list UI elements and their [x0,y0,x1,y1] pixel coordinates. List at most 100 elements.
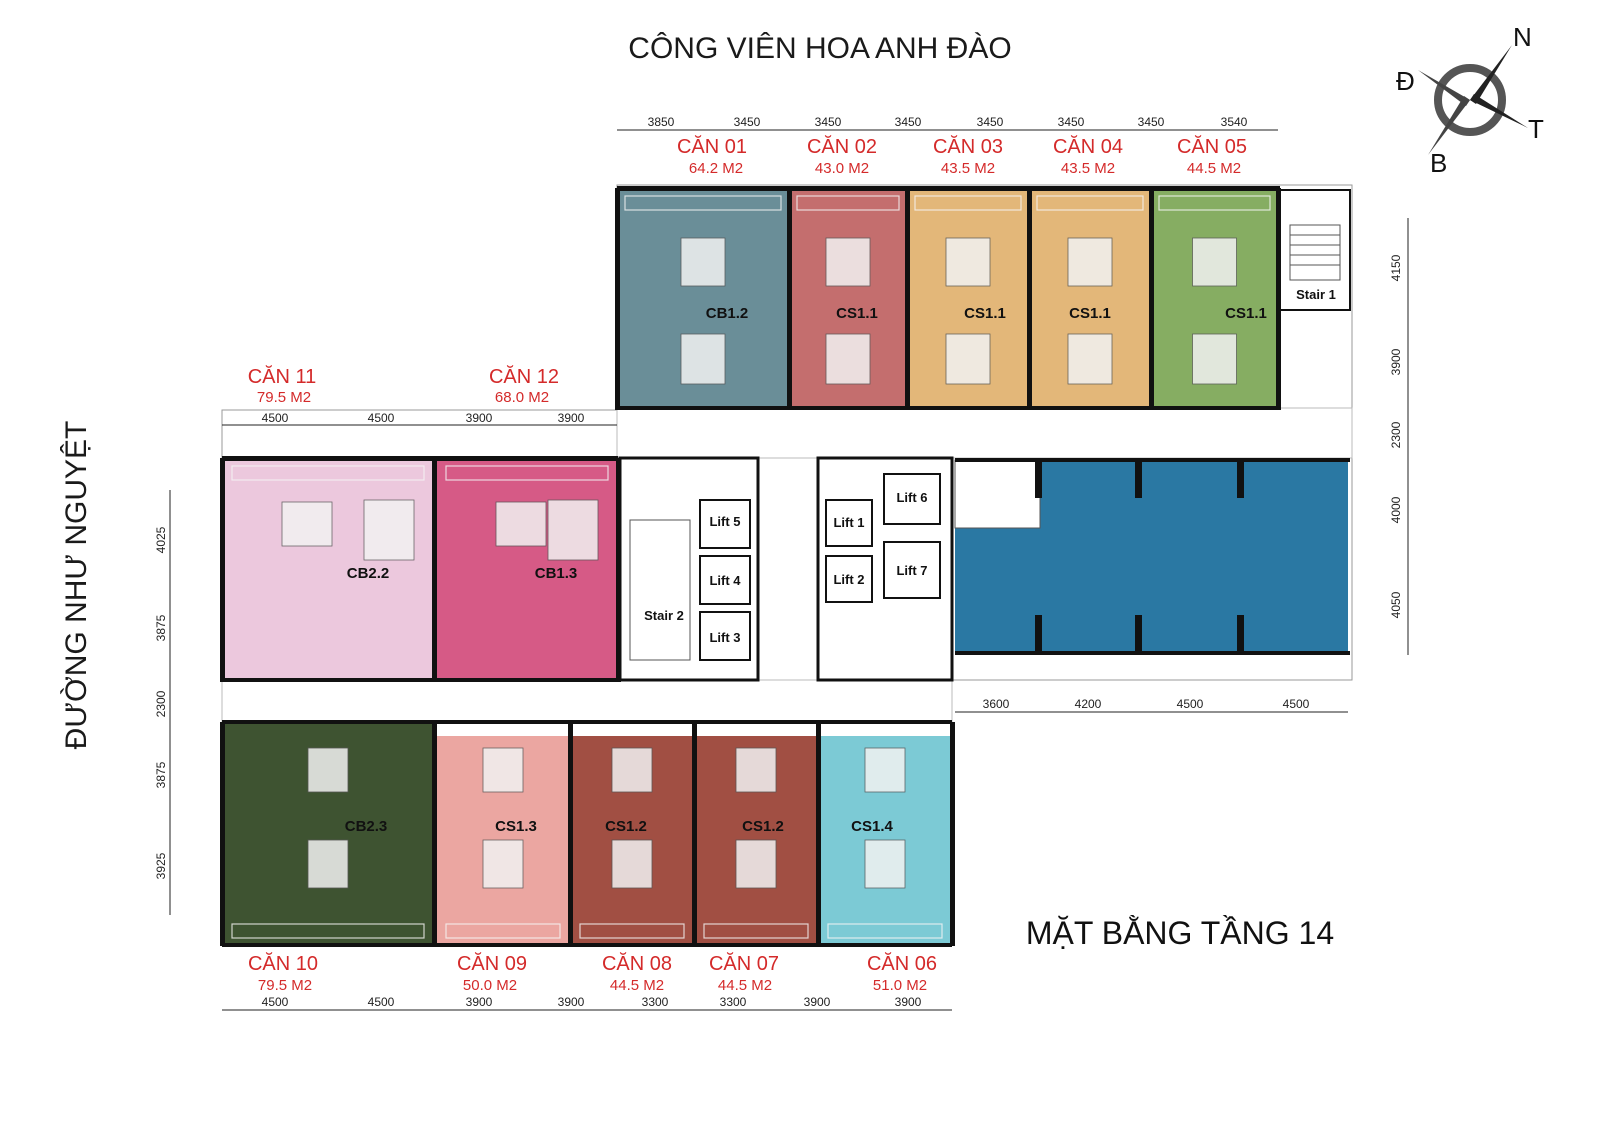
compass-west-label: T [1528,114,1544,144]
dim-comm-4: 4500 [1283,697,1310,711]
dim-top-1: 3850 [648,115,675,129]
unit-type: CS1.1 [964,305,1006,322]
dim-mid-4: 3900 [558,411,585,425]
bed [281,501,333,547]
window-strip [1036,195,1144,211]
unit-name-can-04: CĂN 04 [1053,135,1123,158]
dim-mid-3: 3900 [466,411,493,425]
unit-name-can-03: CĂN 03 [933,135,1003,158]
commercial-area[interactable] [954,459,1348,653]
column [1035,615,1042,655]
party-wall [787,188,792,410]
compass-south-label: B [1430,148,1447,178]
unit-type: CB2.3 [345,818,388,835]
unit-name-can-12: CĂN 12 [489,365,559,388]
dim-left-3: 2300 [154,690,168,717]
dim-mid-1: 4500 [262,411,289,425]
lift-5-label: Lift 5 [709,514,740,529]
sofa [735,747,777,793]
dim-bottom-3: 3900 [466,995,493,1009]
window-strip [445,923,561,939]
unit-area-can-03: 43.5 M2 [941,160,995,177]
commercial-wall [955,651,1350,655]
park-label: CÔNG VIÊN HOA ANH ĐÀO [628,31,1011,65]
lift-3 [699,611,751,661]
sofa [363,499,415,561]
unit-fill [436,460,618,680]
stair-1: Stair 1 [1279,189,1351,311]
lift-3-label: Lift 3 [709,630,740,645]
dim-comm-1: 3600 [983,697,1010,711]
party-wall [568,722,573,946]
party-wall [816,722,821,946]
sofa [482,747,524,793]
lift-6 [883,473,941,525]
dim-comm-2: 4200 [1075,697,1102,711]
unit-labels: CĂN 01 64.2 M2 CĂN 02 43.0 M2 CĂN 03 43.… [248,135,1247,994]
party-wall [432,722,437,946]
dim-top-2: 3450 [734,115,761,129]
dim-bottom-1: 4500 [262,995,289,1009]
unit-name-can-02: CĂN 02 [807,135,877,158]
wall-layer [220,186,1350,947]
unit-can-11[interactable]: CB2.2 [222,460,434,680]
unit-name-can-05: CĂN 05 [1177,135,1247,158]
corridor-wall [222,678,618,682]
party-wall [220,722,225,946]
column [1237,615,1244,655]
dim-top-3: 3450 [815,115,842,129]
stair-1-box [1279,189,1351,311]
lift-2 [825,555,873,603]
sofa [547,499,599,561]
window-strip [703,923,809,939]
unit-can-12[interactable]: CB1.3 [436,460,618,680]
dim-right-4: 4000 [1389,496,1403,523]
corridor-north [616,407,1353,459]
dim-right-1: 4150 [1389,254,1403,281]
window-strip [796,195,900,211]
dim-right-5: 4050 [1389,591,1403,618]
unit-type: CB2.2 [347,565,390,582]
party-wall [1276,188,1281,410]
compass-ring [1434,64,1506,136]
unit-area-can-06: 51.0 M2 [873,977,927,994]
unit-area-can-07: 44.5 M2 [718,977,772,994]
commercial-area-side [955,528,1040,653]
bed [864,839,906,889]
dim-top-4: 3450 [895,115,922,129]
party-wall [905,188,910,410]
lift-4-label: Lift 4 [709,573,741,588]
dim-left-1: 4025 [154,526,168,553]
column [1237,458,1244,498]
party-wall [1149,188,1154,410]
unit-can-03[interactable]: CS1.1 [907,190,1029,408]
column [1135,458,1142,498]
unit-name-can-01: CĂN 01 [677,135,747,158]
lift-5 [699,499,751,549]
unit-fill [222,460,434,680]
column [1135,615,1142,655]
sofa [825,333,871,385]
unit-type: CB1.3 [535,565,578,582]
party-wall [616,458,621,682]
party-wall [692,722,697,946]
unit-type: CS1.1 [836,305,878,322]
dim-mid-2: 4500 [368,411,395,425]
unit-type: CS1.3 [495,818,537,835]
commercial-wall [955,458,1350,462]
window-strip [914,195,1022,211]
bed [1067,237,1113,287]
compass-needle-west [1470,94,1528,128]
unit-name-can-06: CĂN 06 [867,952,937,975]
street-label: ĐƯỜNG NHƯ NGUYỆT [60,421,93,750]
corridor-wall [617,406,1280,410]
stair-1-steps [1289,224,1341,281]
facade-wall [222,943,952,947]
dim-bottom-6: 3300 [720,995,747,1009]
stair-2-label: Stair 2 [644,608,684,623]
unit-area-can-01: 64.2 M2 [689,160,743,177]
unit-area-can-02: 43.0 M2 [815,160,869,177]
dim-comm-3: 4500 [1177,697,1204,711]
